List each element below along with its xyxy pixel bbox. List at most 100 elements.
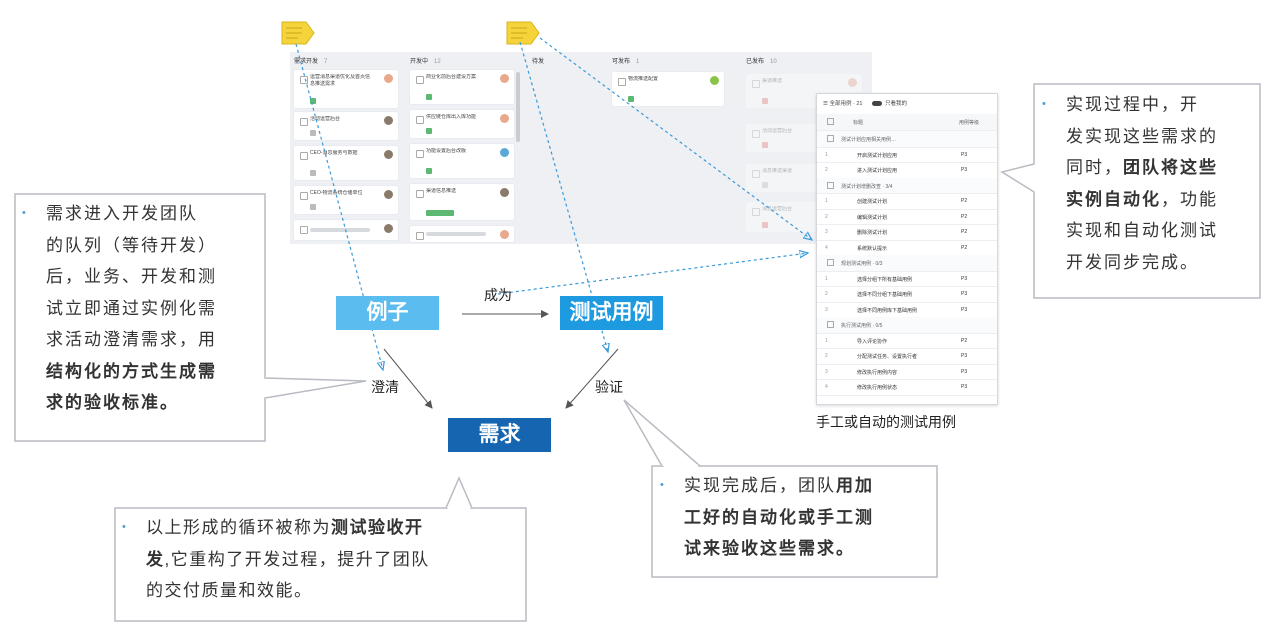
column-header: 待发 <box>532 56 544 65</box>
column-title: 开发中 <box>410 59 429 65</box>
dashed-arrow <box>295 43 383 370</box>
row-number: 2 <box>825 213 828 220</box>
test-case-count: 全部用例 · 21 <box>829 101 863 107</box>
callout-line: 以上形成的循环被称为测试验收开 <box>146 512 522 544</box>
avatar <box>500 148 509 157</box>
clarify-label: 澄清 <box>371 379 399 395</box>
kanban-card[interactable]: 活动运营后台 <box>294 112 398 140</box>
kanban-card[interactable] <box>410 226 514 242</box>
kanban-column: 待发 <box>528 52 608 244</box>
row-checkbox[interactable] <box>827 135 834 142</box>
row-number: 2 <box>825 291 828 297</box>
row-checkbox[interactable] <box>827 181 834 189</box>
card-title: 活动运营后台 <box>762 128 793 134</box>
column-count: 10 <box>770 59 777 65</box>
row-number: 4 <box>825 384 828 390</box>
row-number: 3 <box>825 306 828 313</box>
kanban-card[interactable]: 运营消息渠道优化及首页信息推送需求 <box>294 70 398 108</box>
list-icon: ☰ <box>823 101 828 107</box>
kanban-card[interactable]: 商业化前后台建设方案 <box>410 70 514 104</box>
card-title: 运营消息渠道优化及首页信息推送需求 <box>310 74 371 87</box>
card-title: 功能设置后台改版 <box>426 148 467 154</box>
callout-right-top: • 实现过程中，开 发实现这些需求的 同时，团队将这些 实例自动化，功能 实现和… <box>1042 89 1256 278</box>
row-number: 4 <box>825 244 828 251</box>
callout-line-bold: 结构化的方式生成需 <box>46 361 217 381</box>
row-number: 3 <box>825 368 828 375</box>
bullet-icon: • <box>660 479 666 491</box>
callout-bottom-right-frame <box>651 465 938 578</box>
avatar <box>848 78 857 87</box>
test-case-title: 开启测试计划应用 <box>857 152 898 159</box>
test-group-row[interactable]: 测试计划应用相关用例… <box>817 131 997 148</box>
priority-badge: P3 <box>961 151 968 158</box>
priority-badge: P2 <box>961 337 968 344</box>
callout-line: 实现和自动化测试 <box>1066 221 1218 240</box>
col-title: 标题 <box>853 120 864 126</box>
priority-badge: P2 <box>961 229 968 235</box>
test-group-row[interactable]: 规划测试用例 · 0/3 <box>817 255 997 272</box>
test-group-row[interactable]: 执行测试用例 · 0/5 <box>817 317 997 334</box>
test-case-row[interactable]: 1 创建测试计划 P2 <box>817 193 997 210</box>
test-case-title: 创建测试计划 <box>857 199 888 205</box>
card-title: 物流推送配置 <box>628 76 659 82</box>
row-checkbox[interactable] <box>827 321 834 328</box>
verify-label: 验证 <box>595 379 623 395</box>
callout-bottom-right: • 实现完成后，团队用加 工好的自动化或手工测 试来验收这些需求。 <box>660 470 934 565</box>
kanban-card[interactable]: CEO-物流系统仓储单位 <box>294 186 398 214</box>
callout-text: 同时， <box>1066 158 1123 177</box>
group-title: 规划测试用例 · 0/3 <box>841 261 883 267</box>
callout-line: 发实现这些需求的 <box>1066 126 1218 146</box>
test-case-title: 选择分组下所有基础用例 <box>857 276 913 283</box>
testcase-box: 测试用例 <box>560 296 663 330</box>
requirement-box: 需求 <box>448 418 551 452</box>
test-case-title: 修改执行用例内容 <box>857 369 898 376</box>
callout-line: 试立即通过实例化需 <box>46 298 217 318</box>
group-title: 测试计划增删改查 · 3/4 <box>841 183 893 190</box>
priority-badge: P2 <box>961 198 968 204</box>
kanban-card[interactable]: CEO-消息服务与数据 <box>294 146 398 180</box>
avatar <box>500 74 509 83</box>
sticky-note-icon <box>506 21 540 45</box>
test-case-title: 选择不同用例库下基础用例 <box>857 307 918 314</box>
row-checkbox[interactable] <box>827 259 834 266</box>
example-box: 例子 <box>336 296 439 330</box>
kanban-card[interactable]: 供应链仓库出入库功能 <box>410 110 514 138</box>
row-number: 1 <box>825 337 828 344</box>
only-mine-toggle[interactable] <box>872 101 883 107</box>
scrollbar[interactable] <box>516 72 520 142</box>
test-case-title: 修改执行用例状态 <box>857 385 898 391</box>
callout-line: 的交付质量和效能。 <box>146 581 313 600</box>
toggle-label: 只看我的 <box>885 101 908 107</box>
callout-line-bold: 试来验收这些需求。 <box>684 539 855 558</box>
test-case-title: 删除测试计划 <box>857 230 888 236</box>
callout-line: 求活动澄清需求，用 <box>46 330 217 349</box>
callout-line: 需求进入开发团队 <box>46 204 198 223</box>
kanban-card[interactable]: 功能设置后台改版 <box>410 144 514 178</box>
select-all-checkbox[interactable] <box>827 118 834 125</box>
kanban-card[interactable]: 物流推送配置 <box>612 72 724 106</box>
test-case-title: 系统默认提示 <box>857 245 888 252</box>
card-title: 消息推送渠道 <box>762 168 793 174</box>
kanban-card[interactable]: 渠道信息推送 <box>410 184 514 220</box>
callout-line: 的队列（等待开发） <box>46 235 217 255</box>
bullet-icon: • <box>1042 98 1048 110</box>
test-group-row[interactable]: 测试计划增删改查 · 3/4 <box>817 177 997 194</box>
callout-text-bold: 用加 <box>836 476 874 495</box>
callout-line: 实例自动化，功能 <box>1066 184 1256 216</box>
row-number: 1 <box>825 198 828 204</box>
dashed-arrow <box>497 253 808 295</box>
